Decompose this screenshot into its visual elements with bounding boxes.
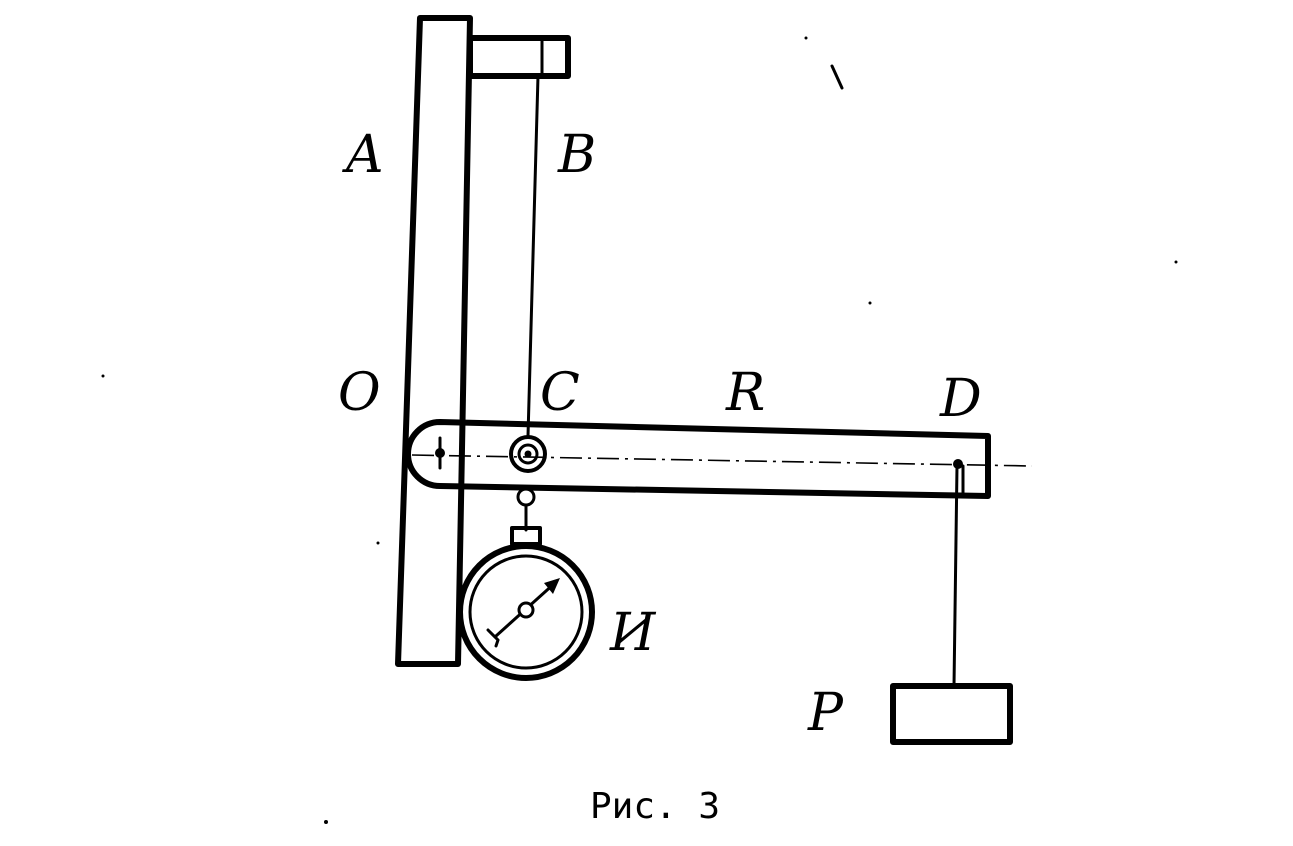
weight-string [952,464,959,688]
gauge-needle-arrowhead [544,578,560,594]
stray-mark [830,64,844,90]
speck [1174,260,1178,264]
speck [101,374,105,378]
label-i: И [609,603,657,663]
speck [324,820,328,824]
top-bracket [467,35,571,79]
joint-c-outer [509,435,547,473]
vertical-post [395,15,473,667]
speck [804,36,808,40]
joint-c-inner [517,443,539,465]
hook-link [516,487,536,507]
label-p: P [807,683,844,743]
horizontal-lever [405,419,991,499]
label-a: A [342,125,384,185]
label-o: O [338,363,381,423]
dynamometer-gauge-outer [457,543,595,681]
label-d: D [939,369,982,429]
label-c: C [540,363,580,423]
lever-axis-line [411,454,1033,467]
dynamometer-gauge-inner [468,554,584,670]
speck [868,301,872,305]
speck [376,541,380,545]
weight-block [890,683,1013,745]
vertical-rod [526,74,540,438]
gauge-needle-pivot [517,601,535,619]
label-b: B [557,125,596,185]
label-r: R [725,363,765,423]
gauge-needle-tail [486,628,500,648]
joint-c-center [524,450,532,458]
figure-caption: Рис. 3 [590,786,720,827]
